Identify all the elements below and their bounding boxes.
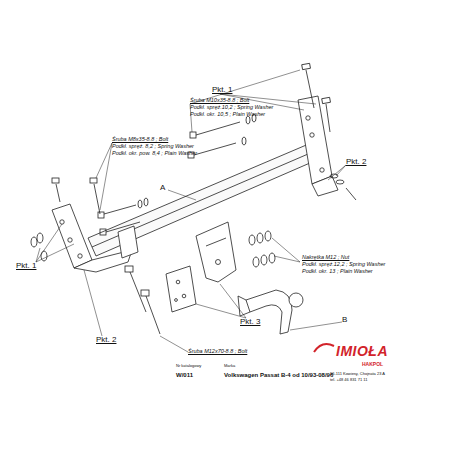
part-letter: B [342,316,347,325]
point-label: Pkt. 1 [212,86,232,95]
catalog-number: W/011 [176,372,193,379]
vehicle-model: Volkswagen Passat B-4 od 10/93-08/96 [224,372,333,379]
brand-heading: Marka [224,364,235,368]
washer-label: Podkł. spręż. 8,2 ; Spring Washer [112,143,194,149]
washer-label: Podkł. spręż.10,2 ; Spring Washer [190,104,273,110]
company-subtitle: HAKPOL [362,362,383,368]
bolt-label: Śruba M10x35-8.8 ; Bolt [190,97,249,103]
point-label: Pkt. 1 [16,262,36,271]
washer-label: Podkł. okr. pow. 8,4 ; Plain Washer [112,150,197,156]
point-label: Pkt. 3 [240,318,260,327]
company-phone: tel. +48 46 831 71 11 [330,378,367,382]
catalog-heading: Nr katalogowy [176,364,201,368]
company-address: 96-111 Kowiesy, Chojnata 23 A [330,372,385,376]
part-letter: A [160,184,165,193]
washer-label: Podkł. okr. 13 ; Plain Washer [302,268,373,274]
bolt-label: Śruba M12x70-8.8 ; Bolt [188,348,247,354]
washer-label: Podkł. okr. 10,5 ; Plain Washer [190,111,265,117]
company-logo: IMIOŁA [336,344,388,359]
point-label: Pkt. 2 [96,336,116,345]
bolt-label: Śruba M8x35-8.8 ; Bolt [112,136,168,142]
washer-label: Podkł. spręż.12,2 ; Spring Washer [302,261,385,267]
nut-label: Nakrętka M12 ; Nut [302,254,349,260]
point-label: Pkt. 2 [346,158,366,167]
